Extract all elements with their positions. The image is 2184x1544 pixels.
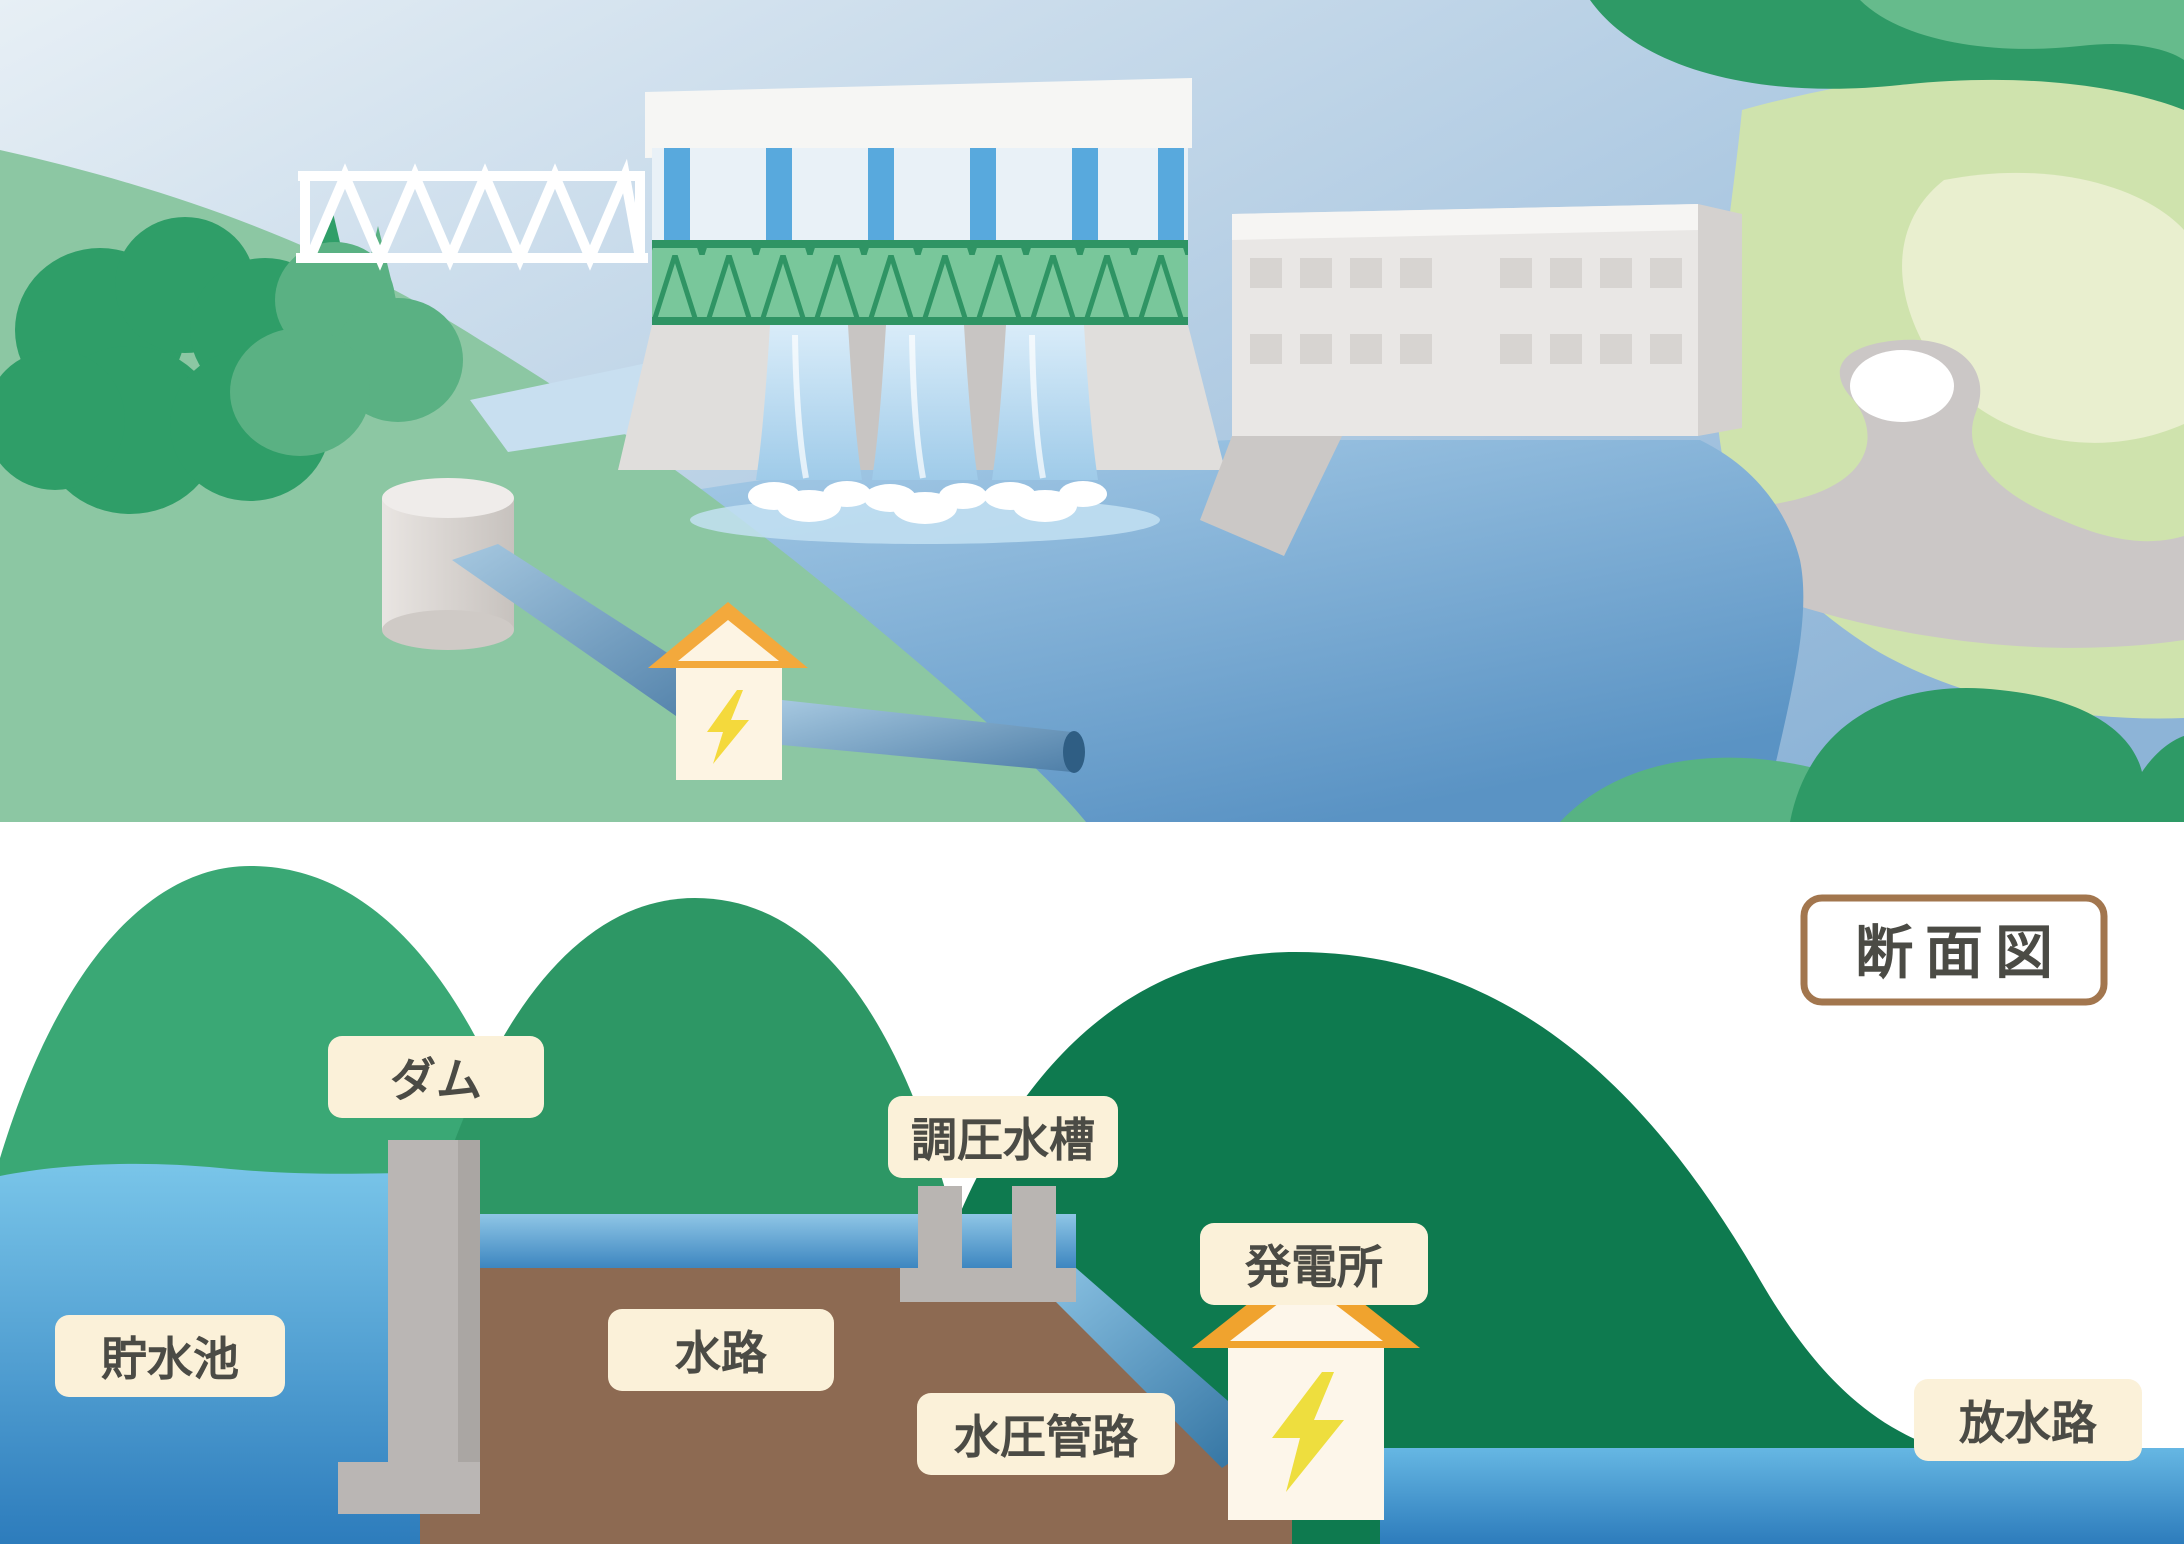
building-side — [1698, 204, 1742, 436]
dam-crest — [645, 78, 1192, 158]
gate-towers — [664, 148, 1184, 240]
gate-deck — [652, 148, 1188, 240]
house-roof-inner — [1230, 1282, 1383, 1341]
label-surge-tank-text: 調圧水槽 — [911, 1114, 1095, 1166]
pond — [1850, 350, 1954, 422]
house-roof-inner — [678, 620, 779, 661]
spillway-water — [756, 325, 1098, 480]
lightning-icon — [1272, 1372, 1344, 1492]
truss-bridge — [296, 158, 648, 271]
dam-structure — [618, 78, 1225, 544]
label-waterway: 水路 — [608, 1309, 834, 1391]
cross-section-diagram: ダム 貯水池 水路 調圧水槽 水圧管路 発電所 放水路 断面図 — [0, 822, 2184, 1544]
lightning-icon — [707, 690, 749, 764]
label-penstock: 水圧管路 — [917, 1393, 1175, 1475]
label-penstock-text: 水圧管路 — [953, 1411, 1139, 1463]
dam-wall-section — [338, 1140, 480, 1514]
waterway-pipe — [430, 1214, 1076, 1268]
label-tailrace-text: 放水路 — [1959, 1397, 2098, 1449]
surge-tank-section — [900, 1186, 1076, 1302]
building-apron — [1200, 436, 1342, 556]
building-front — [1232, 204, 1698, 436]
power-station-house — [648, 602, 808, 780]
penstock-pipes — [452, 544, 1085, 773]
gantry-truss — [652, 240, 1188, 325]
river-bend — [1450, 339, 2184, 648]
label-tailrace: 放水路 — [1914, 1379, 2142, 1461]
penstock-pipe — [1022, 1268, 1268, 1468]
label-reservoir: 貯水池 — [55, 1315, 285, 1397]
pipe-outlet — [1063, 731, 1085, 773]
label-power-station: 発電所 — [1200, 1223, 1428, 1305]
powerhouse-building — [1200, 204, 1742, 556]
label-reservoir-text: 貯水池 — [101, 1333, 239, 1385]
bottom-right-bushes — [1560, 687, 2184, 822]
tailrace-water — [1380, 1448, 2184, 1544]
label-surge-tank: 調圧水槽 — [888, 1096, 1118, 1178]
section-title-text: 断面図 — [1855, 921, 2065, 986]
power-station-house-section — [1192, 1258, 1420, 1520]
riverbank-land — [1450, 63, 2184, 719]
section-title-box: 断面図 — [1800, 894, 2108, 1006]
label-waterway-text: 水路 — [674, 1327, 768, 1379]
label-dam-text: ダム — [390, 1054, 482, 1106]
top-right-foliage — [1590, 0, 2184, 110]
upstream-reservoir — [470, 362, 652, 452]
label-power-station-text: 発電所 — [1245, 1241, 1383, 1293]
top-illustration — [0, 0, 2184, 822]
label-dam: ダム — [328, 1036, 544, 1118]
tailrace-pipe — [782, 700, 1072, 772]
trees — [0, 200, 463, 514]
building-roofline — [1232, 204, 1698, 240]
penstock-upper — [452, 544, 722, 716]
